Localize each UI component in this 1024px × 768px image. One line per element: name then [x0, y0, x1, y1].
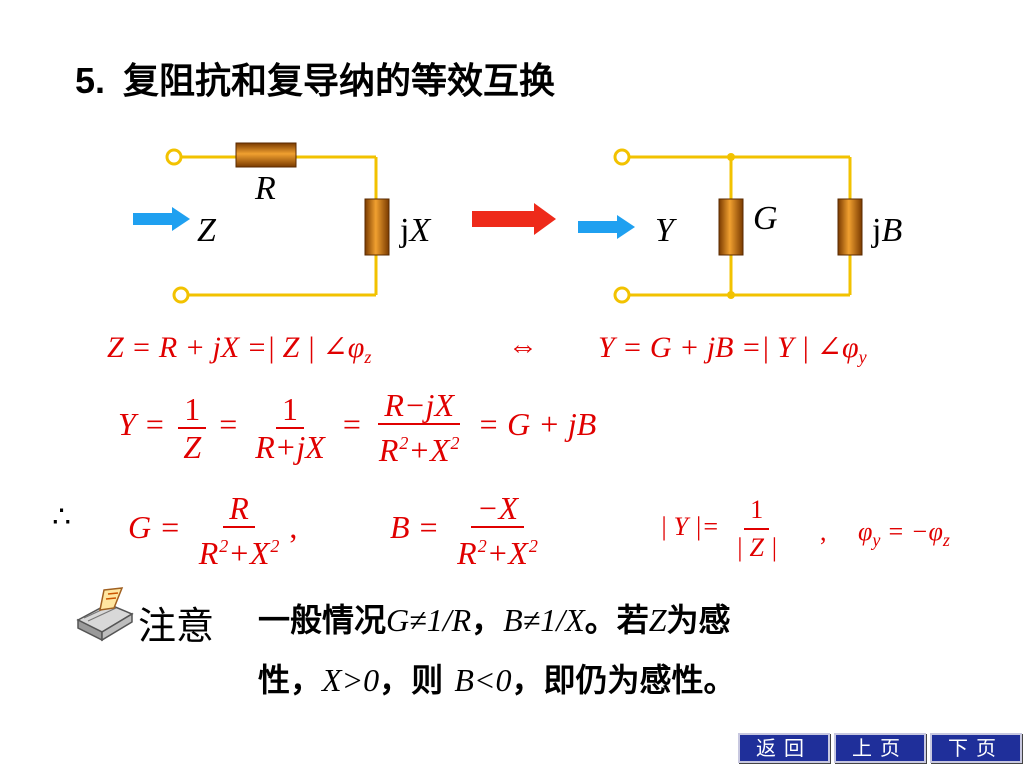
arrow-blue-right — [578, 215, 635, 239]
terminal-bottom-left — [172, 286, 190, 304]
parallel-circuit — [578, 148, 863, 304]
node-top — [727, 153, 735, 161]
resistor-r — [235, 142, 297, 168]
node-bottom — [727, 291, 735, 299]
eq-magnitude: | Y |= 1| Z | — [660, 492, 788, 566]
susceptance-jb — [837, 198, 863, 256]
note-line-2: 性，X>0，则 B<0，即仍为感性。 — [258, 661, 736, 699]
terminal-top-right — [613, 148, 631, 166]
arrow-blue-left — [133, 207, 190, 231]
label-r: R — [255, 170, 276, 207]
eq-impedance-polar: Z = R + jX =| Z | ∠φz — [107, 331, 372, 367]
section-number: 5. — [75, 60, 106, 101]
notebook-icon — [76, 587, 134, 642]
terminal-bottom-right — [613, 286, 631, 304]
series-circuit — [133, 142, 390, 304]
conductance-g — [718, 198, 744, 256]
eq-equivalence-arrow: ⇔ — [508, 330, 538, 363]
label-jx: jX — [400, 212, 431, 249]
next-page-button[interactable]: 下页 — [930, 733, 1022, 763]
circuit-diagrams — [133, 142, 863, 304]
label-jb: jB — [872, 212, 903, 249]
arrow-red-equivalent — [472, 203, 556, 235]
note-line-1: 一般情况G≠1/R，B≠1/X。若Z为感 — [258, 601, 731, 639]
title-text: 复阻抗和复导纳的等效互换 — [123, 61, 556, 102]
therefore-symbol: ∴ — [52, 501, 72, 534]
eq-phase: φy = −φz — [858, 517, 950, 550]
back-button[interactable]: 返回 — [738, 733, 830, 763]
eq-admittance-polar: Y = G + jB =| Y | ∠φy — [598, 331, 867, 367]
label-g: G — [753, 200, 778, 237]
page-title: 5. 复阻抗和复导纳的等效互换 — [75, 52, 555, 104]
note-text: 一般情况G≠1/R，B≠1/X。若Z为感 性，X>0，则 B<0，即仍为感性。 — [258, 590, 735, 710]
prev-page-button[interactable]: 上页 — [834, 733, 926, 763]
note-label: 注意 — [138, 604, 215, 648]
eq-comma: , — [820, 517, 827, 546]
label-y: Y — [655, 212, 674, 249]
label-z: Z — [197, 212, 216, 249]
reactor-jx — [364, 198, 390, 256]
terminal-top-left — [165, 148, 183, 166]
